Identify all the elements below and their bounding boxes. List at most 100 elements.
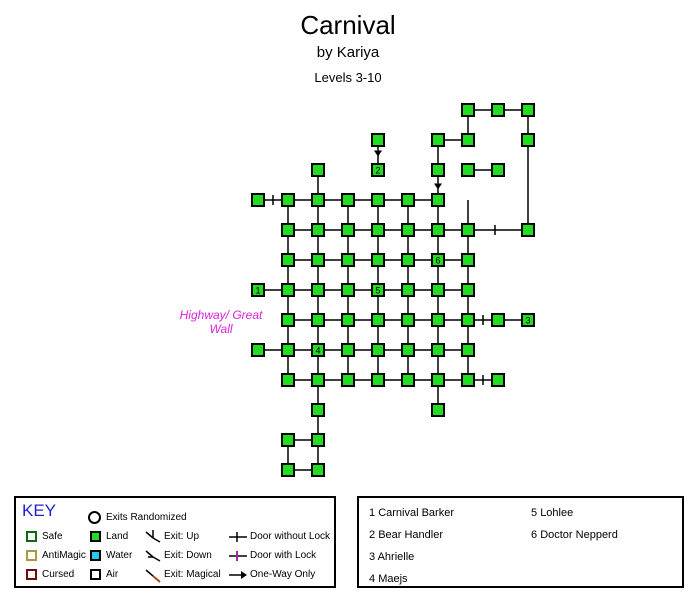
room-1-3 — [281, 283, 295, 297]
room-4-2 — [371, 253, 385, 267]
npc-3: 3 Ahrielle — [369, 551, 415, 563]
room-7-5 — [461, 343, 475, 357]
room-npc-marker-1: 2 — [375, 166, 380, 176]
npc-1: 1 Carnival Barker — [369, 507, 454, 519]
room-9--2 — [521, 133, 535, 147]
room-2-8 — [311, 433, 325, 447]
cursed-swatch — [26, 569, 37, 580]
room-4-1 — [371, 223, 385, 237]
room-7-6 — [461, 373, 475, 387]
one-way-arrow-0 — [374, 150, 382, 157]
room-8-6 — [491, 373, 505, 387]
room-6-0 — [431, 193, 445, 207]
room-7-2 — [461, 253, 475, 267]
key-antimagic: AntiMagic — [42, 550, 86, 561]
room-6-4 — [431, 313, 445, 327]
room-0-3 — [251, 283, 265, 297]
key-safe: Safe — [42, 531, 63, 542]
room-4-3 — [371, 283, 385, 297]
water-swatch — [90, 550, 101, 561]
room-8--3 — [491, 103, 505, 117]
room-5-1 — [401, 223, 415, 237]
key-land: Land — [106, 531, 129, 542]
key-exit-down: Exit: Down — [164, 550, 212, 561]
key-door-without-lock: Door without Lock — [250, 531, 331, 542]
room-1-9 — [281, 463, 295, 477]
npc-5: 5 Lohlee — [531, 507, 574, 519]
room-5-3 — [401, 283, 415, 297]
room-3-5 — [341, 343, 355, 357]
room-2-0 — [311, 193, 325, 207]
door-icons — [229, 532, 247, 579]
one-way-arrow-icon — [229, 571, 247, 579]
door-with-lock-icon — [229, 551, 247, 561]
key-cursed: Cursed — [42, 569, 75, 580]
air-swatch — [90, 569, 101, 580]
room-4-0 — [371, 193, 385, 207]
room-npc-marker-4: 6 — [435, 256, 440, 266]
room-2-5 — [311, 343, 325, 357]
room-2-7 — [311, 403, 325, 417]
room-5-2 — [401, 253, 415, 267]
room-0-0 — [251, 193, 265, 207]
room-6--1 — [431, 163, 445, 177]
npc-6: 6 Doctor Nepperd — [531, 529, 618, 541]
npc-list: 1 Carnival Barker 2 Bear Handler 3 Ahrie… — [357, 496, 684, 588]
highway-great-wall-label: Highway/ Great Wall — [179, 308, 263, 336]
exit-magical-icon — [145, 569, 161, 583]
room-4--2 — [371, 133, 385, 147]
room-npc-marker-5: 5 — [375, 286, 380, 296]
door-without-lock-icon — [229, 532, 247, 542]
map-key: KEY Exits Randomized Safe AntiMagic Curs… — [14, 496, 336, 588]
room-7--2 — [461, 133, 475, 147]
room-4-4 — [371, 313, 385, 327]
room-6-1 — [431, 223, 445, 237]
room-1-5 — [281, 343, 295, 357]
room-1-1 — [281, 223, 295, 237]
key-exit-magical: Exit: Magical — [164, 569, 221, 580]
key-title: KEY — [22, 501, 57, 520]
exit-up-icon — [145, 530, 161, 543]
room-3-6 — [341, 373, 355, 387]
exits-randomized-icon — [88, 511, 101, 524]
exit-down-icon — [145, 550, 161, 562]
room-4-5 — [371, 343, 385, 357]
room-8--1 — [491, 163, 505, 177]
room-1-2 — [281, 253, 295, 267]
room-9-4 — [521, 313, 535, 327]
room-6-6 — [431, 373, 445, 387]
room-npc-marker-3: 4 — [315, 346, 320, 356]
room-4-6 — [371, 373, 385, 387]
key-exits-randomized: Exits Randomized — [106, 512, 187, 523]
room-9-1 — [521, 223, 535, 237]
room-1-0 — [281, 193, 295, 207]
room-7--3 — [461, 103, 475, 117]
room-7--1 — [461, 163, 475, 177]
room-3-2 — [341, 253, 355, 267]
room-1-4 — [281, 313, 295, 327]
room-7-4 — [461, 313, 475, 327]
room-2-2 — [311, 253, 325, 267]
room-6-2 — [431, 253, 445, 267]
room-7-3 — [461, 283, 475, 297]
npc-4: 4 Maejs — [369, 573, 408, 585]
room-9--3 — [521, 103, 535, 117]
key-exit-up: Exit: Up — [164, 531, 200, 542]
room-6-7 — [431, 403, 445, 417]
room-6--2 — [431, 133, 445, 147]
room-1-6 — [281, 373, 295, 387]
room-2-4 — [311, 313, 325, 327]
room-1-8 — [281, 433, 295, 447]
room-2--1 — [311, 163, 325, 177]
room-2-6 — [311, 373, 325, 387]
room-3-1 — [341, 223, 355, 237]
room-4--1 — [371, 163, 385, 177]
room-npc-marker-2: 3 — [525, 316, 530, 326]
room-6-5 — [431, 343, 445, 357]
key-water: Water — [106, 550, 133, 561]
room-7-1 — [461, 223, 475, 237]
room-0-5 — [251, 343, 265, 357]
room-3-3 — [341, 283, 355, 297]
